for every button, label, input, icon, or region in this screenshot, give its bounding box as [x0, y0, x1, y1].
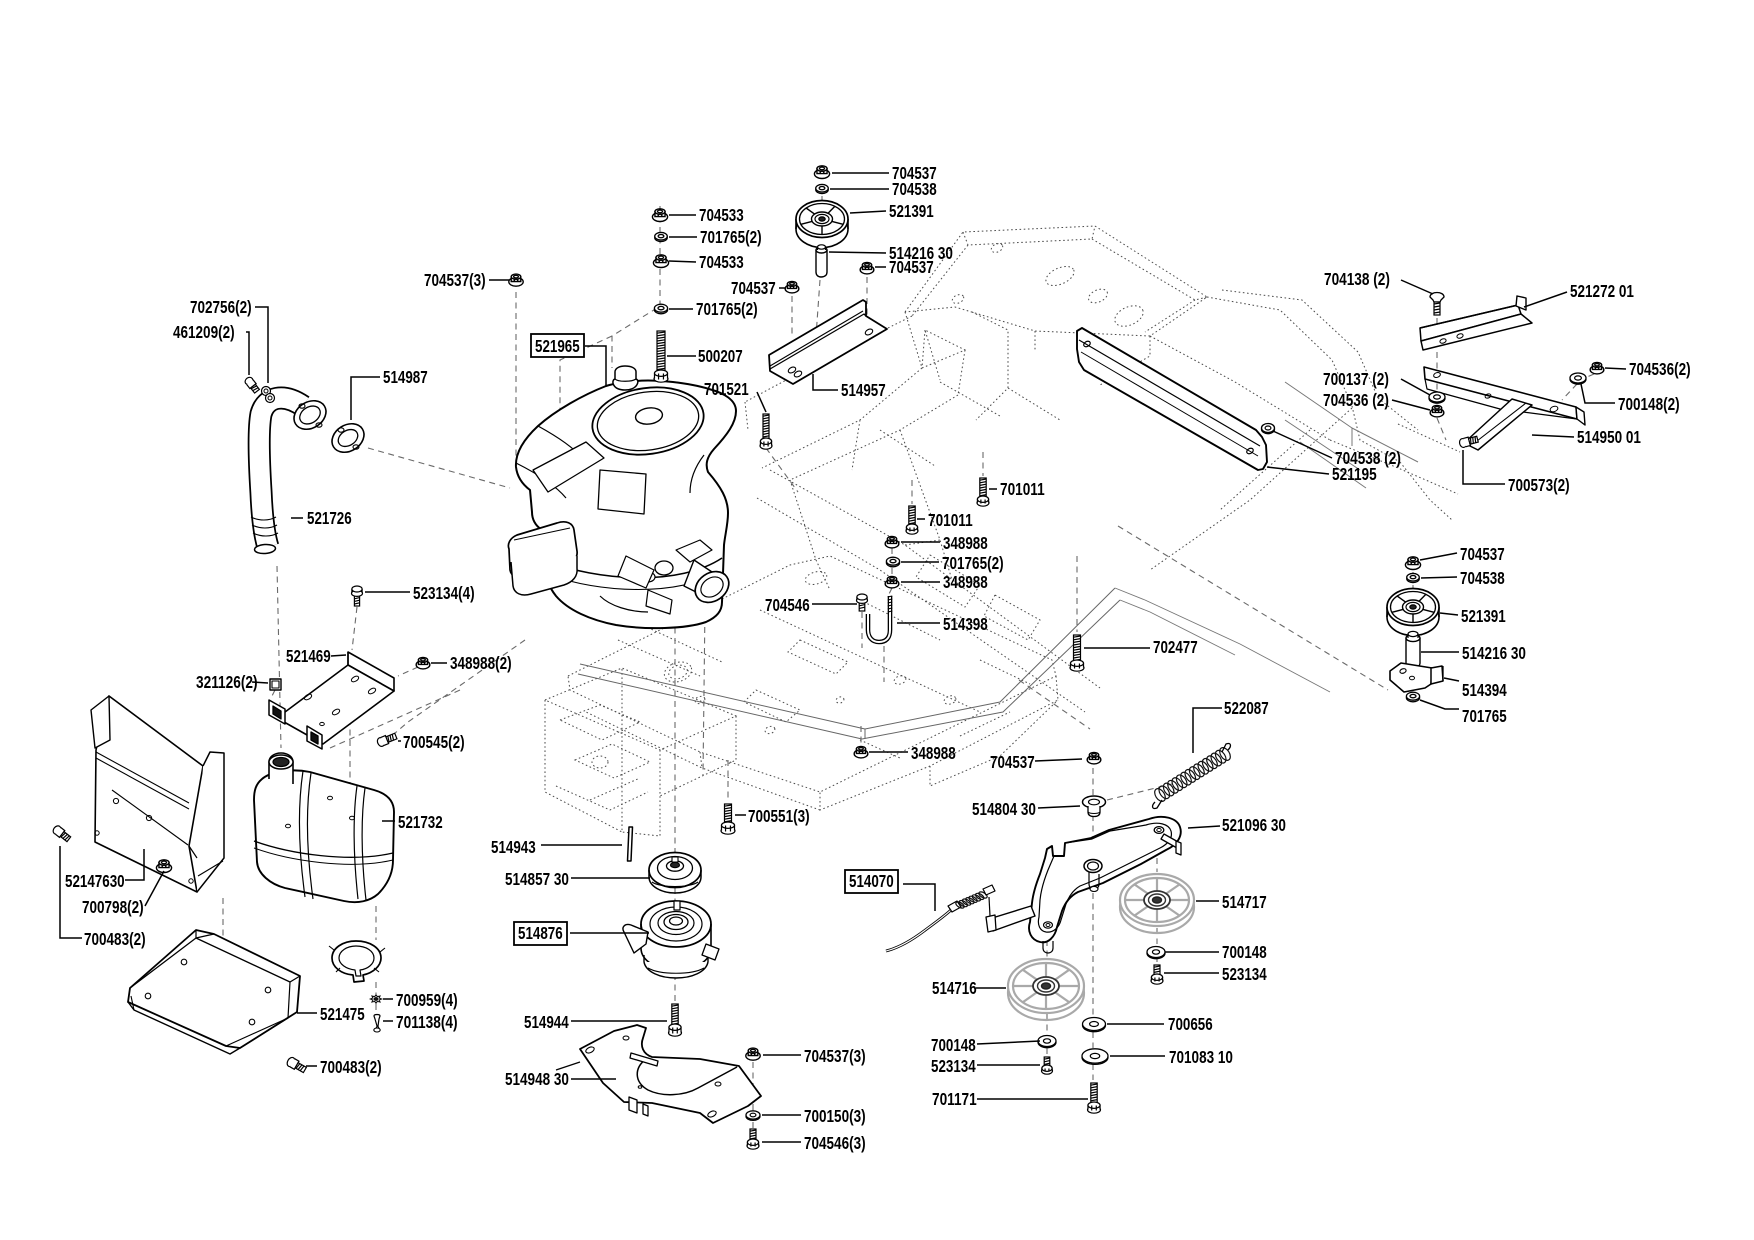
svg-text:348988: 348988 [911, 743, 956, 763]
svg-text:704537: 704537 [731, 278, 776, 298]
svg-text:514943: 514943 [491, 837, 536, 857]
svg-text:514987: 514987 [383, 367, 428, 387]
svg-text:521195: 521195 [1332, 464, 1377, 484]
svg-text:514950 01: 514950 01 [1577, 427, 1641, 447]
svg-text:704538 (2): 704538 (2) [1335, 448, 1401, 468]
svg-text:700483(2): 700483(2) [320, 1057, 382, 1077]
svg-text:523134: 523134 [931, 1056, 976, 1076]
svg-text:704537(3): 704537(3) [804, 1046, 866, 1066]
svg-text:700551(3): 700551(3) [748, 806, 810, 826]
svg-text:704536(2): 704536(2) [1629, 359, 1691, 379]
svg-text:701083 10: 701083 10 [1169, 1047, 1233, 1067]
svg-text:348988: 348988 [943, 572, 988, 592]
svg-text:52147630: 52147630 [65, 871, 125, 891]
svg-text:514070: 514070 [849, 871, 894, 891]
svg-text:523134: 523134 [1222, 964, 1267, 984]
svg-text:704538: 704538 [1460, 568, 1505, 588]
svg-text:700148: 700148 [931, 1035, 976, 1055]
svg-text:514216 30: 514216 30 [1462, 643, 1526, 663]
svg-text:700656: 700656 [1168, 1014, 1213, 1034]
svg-text:704546(3): 704546(3) [804, 1133, 866, 1153]
svg-text:521272 01: 521272 01 [1570, 281, 1634, 301]
svg-text:461209(2): 461209(2) [173, 322, 235, 342]
svg-text:704537: 704537 [892, 163, 937, 183]
svg-text:704538: 704538 [892, 179, 937, 199]
svg-text:521391: 521391 [889, 201, 934, 221]
svg-text:321126(2): 321126(2) [196, 672, 258, 692]
svg-text:514944: 514944 [524, 1012, 569, 1032]
svg-text:701765: 701765 [1462, 706, 1507, 726]
svg-text:700148(2): 700148(2) [1618, 394, 1680, 414]
svg-text:701765(2): 701765(2) [942, 553, 1004, 573]
svg-text:701765(2): 701765(2) [700, 227, 762, 247]
svg-text:521096 30: 521096 30 [1222, 815, 1286, 835]
svg-text:500207: 500207 [698, 346, 743, 366]
svg-text:522087: 522087 [1224, 698, 1269, 718]
svg-text:704537: 704537 [889, 257, 934, 277]
svg-text:514398: 514398 [943, 614, 988, 634]
svg-text:514216 30: 514216 30 [889, 243, 953, 263]
svg-text:521732: 521732 [398, 812, 443, 832]
svg-text:704537: 704537 [1460, 544, 1505, 564]
svg-text:700798(2): 700798(2) [82, 897, 144, 917]
svg-text:700545(2): 700545(2) [403, 732, 465, 752]
svg-text:521469: 521469 [286, 646, 331, 666]
svg-text:523134(4): 523134(4) [413, 583, 475, 603]
svg-text:514876: 514876 [518, 923, 563, 943]
svg-text:704533: 704533 [699, 252, 744, 272]
svg-text:704537(3): 704537(3) [424, 270, 486, 290]
svg-text:700959(4): 700959(4) [396, 990, 458, 1010]
svg-text:701171: 701171 [932, 1089, 977, 1109]
svg-text:700150(3): 700150(3) [804, 1106, 866, 1126]
svg-text:701765(2): 701765(2) [696, 299, 758, 319]
svg-text:701138(4): 701138(4) [396, 1012, 458, 1032]
svg-text:702477: 702477 [1153, 637, 1198, 657]
svg-text:514716: 514716 [932, 978, 977, 998]
svg-text:521391: 521391 [1461, 606, 1506, 626]
svg-text:514717: 514717 [1222, 892, 1267, 912]
svg-text:701011: 701011 [1000, 479, 1045, 499]
svg-text:514957: 514957 [841, 380, 886, 400]
svg-text:521965: 521965 [535, 336, 580, 356]
svg-text:700483(2): 700483(2) [84, 929, 146, 949]
svg-text:521475: 521475 [320, 1004, 365, 1024]
svg-text:704546: 704546 [765, 595, 810, 615]
svg-text:704533: 704533 [699, 205, 744, 225]
svg-text:514948 30: 514948 30 [505, 1069, 569, 1089]
svg-text:514857 30: 514857 30 [505, 869, 569, 889]
svg-text:701521: 701521 [704, 379, 749, 399]
svg-text:704536 (2): 704536 (2) [1323, 390, 1389, 410]
svg-text:702756(2): 702756(2) [190, 297, 252, 317]
svg-text:514394: 514394 [1462, 680, 1507, 700]
svg-text:700137 (2): 700137 (2) [1323, 369, 1389, 389]
svg-text:701011: 701011 [928, 510, 973, 530]
svg-text:348988: 348988 [943, 533, 988, 553]
svg-text:521726: 521726 [307, 508, 352, 528]
svg-text:704537: 704537 [990, 752, 1035, 772]
svg-text:348988(2): 348988(2) [450, 653, 512, 673]
svg-text:514804 30: 514804 30 [972, 799, 1036, 819]
svg-text:700573(2): 700573(2) [1508, 475, 1570, 495]
svg-text:700148: 700148 [1222, 942, 1267, 962]
svg-text:704138 (2): 704138 (2) [1324, 269, 1390, 289]
